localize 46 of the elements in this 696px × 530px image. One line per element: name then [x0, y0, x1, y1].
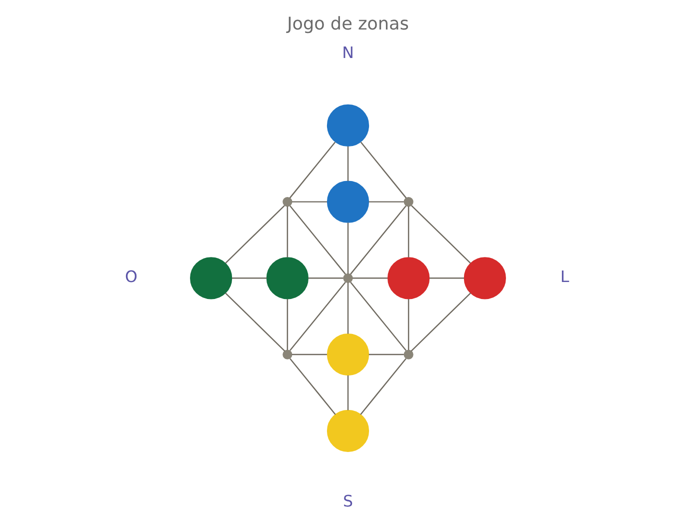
node-circle	[282, 350, 292, 360]
node-circle	[404, 350, 414, 360]
connector	[368, 354, 404, 356]
connector	[292, 201, 327, 202]
connector	[286, 206, 288, 258]
node-label: N	[342, 42, 354, 62]
node-label: S	[342, 491, 354, 510]
node-circle	[266, 257, 308, 300]
connector	[350, 282, 407, 351]
diagram-title: Jogo de zonas	[287, 14, 409, 34]
node-circle	[326, 410, 370, 452]
connector	[347, 375, 349, 410]
node-circle	[326, 180, 370, 223]
connector	[408, 299, 410, 350]
connector	[289, 282, 346, 351]
node-circle	[326, 104, 370, 146]
connector	[360, 358, 406, 415]
node-circle	[404, 196, 414, 207]
connector	[308, 278, 344, 279]
node-circle	[326, 333, 370, 376]
connector	[350, 206, 406, 275]
connector	[408, 206, 410, 258]
node-circle	[464, 257, 506, 300]
node-circle	[343, 273, 353, 283]
connector	[347, 222, 349, 274]
connector	[429, 278, 464, 279]
node-circle	[282, 196, 292, 207]
connector	[232, 278, 267, 279]
connector	[347, 282, 349, 334]
connector	[289, 142, 336, 198]
node-circle	[388, 257, 430, 300]
connector	[368, 201, 404, 202]
node-label: L	[560, 267, 570, 286]
node-label: O	[125, 267, 138, 286]
connector	[286, 299, 288, 350]
connector	[360, 142, 407, 198]
connector	[290, 358, 336, 415]
node-circle	[190, 257, 232, 300]
connector	[352, 278, 388, 279]
connector	[225, 205, 285, 264]
connector	[225, 292, 286, 352]
connector	[292, 354, 327, 356]
connector	[410, 292, 471, 352]
connector	[347, 146, 349, 182]
connector	[290, 206, 346, 275]
connector	[411, 205, 471, 264]
